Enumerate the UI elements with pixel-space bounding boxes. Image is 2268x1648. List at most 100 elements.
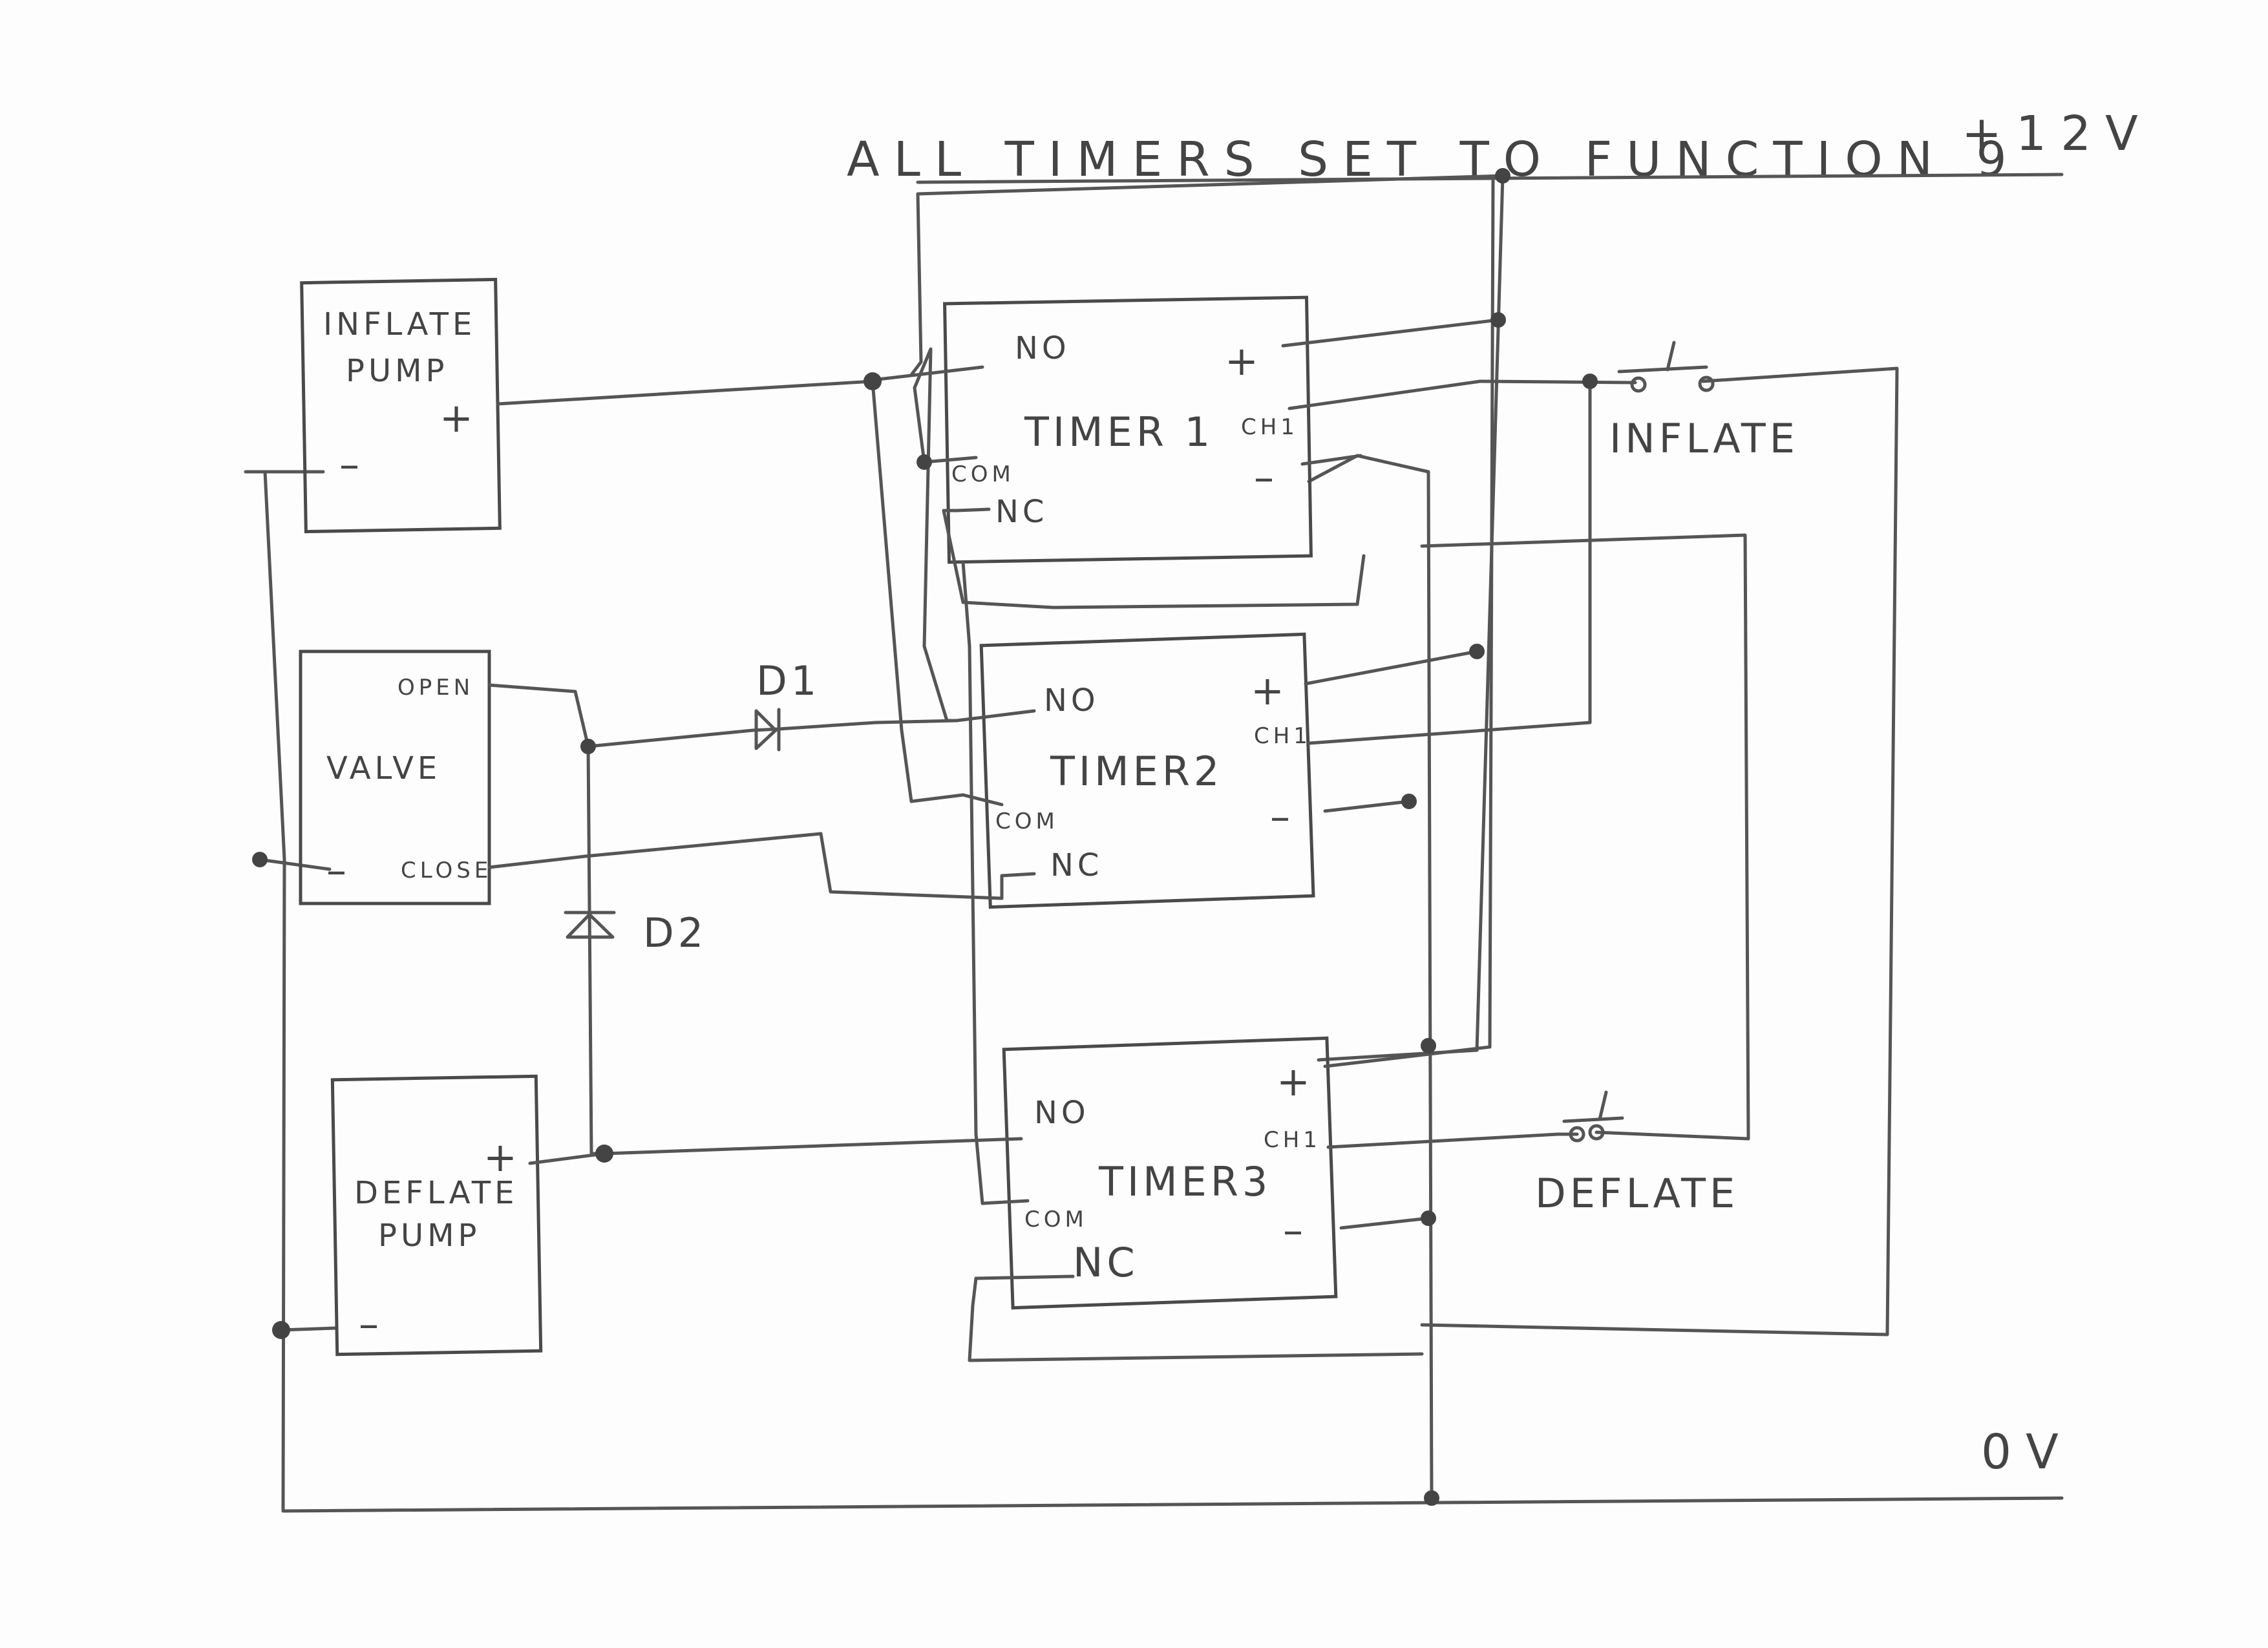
deflate-pump-box [330,1074,543,1357]
positive-rail [916,173,2064,184]
timer3-minus-pin [1339,1216,1430,1230]
inflate-pump-plus-wire [496,379,874,406]
ground-bus-vertical [1307,454,1434,1500]
timer3-nc-label: NC [1073,1239,1139,1286]
timer2-plus: + [1251,667,1288,714]
deflate-pump-plus: + [483,1134,521,1181]
timer1-com-label: COM [951,461,1015,487]
junction-timer1-plus [1490,312,1506,328]
deflate-pump-neg-wire [279,1326,338,1332]
ground-rail-label: 0V [1981,1424,2073,1480]
timer2-no-label: NO [1044,682,1099,719]
timer1-minus-pin [1300,454,1362,466]
timer1-minus: – [1254,454,1278,501]
timer1-no-pin [871,365,984,382]
timer2-com-pin [961,793,1004,807]
deflate-pump-label-1: DEFLATE [354,1175,518,1211]
timer3-box [1002,1036,1338,1310]
timer1-nc-loop [942,509,1366,609]
timer3-no-label: NO [1034,1095,1090,1131]
timer2-nc-pin [1000,872,1036,878]
deflate-switch [1562,1090,1624,1143]
d1-label: D1 [756,657,820,704]
timer1-plus-pin [1281,318,1500,348]
junction-timer2-plus [1469,644,1485,659]
timer3-plus-pin [1323,179,1495,1068]
timer1-name: TIMER 1 [1024,408,1214,456]
timer3-ch-pin [1326,1132,1560,1149]
junction-timer3-minus [1421,1210,1436,1226]
timer3-nc-pin [974,1274,1075,1280]
junction-inflate-pump [864,372,882,390]
timer2-no-pin [955,709,1036,723]
diode-d2 [564,911,616,939]
junction-inflate-switch [1582,374,1598,389]
d1-to-timer2-no [777,719,959,731]
timer2-plus-pin [1304,650,1479,686]
valve-box [299,650,491,905]
timer3-plus: + [1277,1058,1314,1105]
d2-vertical [586,745,606,1156]
junction-deflate-pump-neg [272,1321,290,1339]
deflate-switch-label: DEFLATE [1535,1170,1739,1217]
inflate-pump-label-2: PUMP [346,353,448,389]
positive-bus-vertical [1317,174,1505,1062]
valve-open-label: OPEN [397,675,474,701]
valve-close-label: CLOSE [401,858,492,883]
timer2-minus-pin [1323,799,1411,813]
deflate-pump-minus: – [359,1300,383,1347]
junction-timer3-plus [1421,1038,1436,1053]
timer3-name: TIMER3 [1098,1158,1271,1205]
timer3-com-loop [961,560,984,1205]
timer3-com-pin [980,1199,1030,1205]
d2-label: D2 [643,909,707,956]
left-ground-bus [263,470,286,1513]
timer1-nc-label: NC [995,494,1048,530]
inflate-switch-label: INFLATE [1609,415,1799,462]
inflate-pump-label-1: INFLATE [323,306,476,343]
timer2-ch-pin [1307,721,1592,745]
inflate-switch-right-loop [1420,366,1899,1336]
junction-valve-open [580,739,596,754]
timer2-ch-label: CH1 [1254,723,1311,749]
timer2-box [979,632,1315,909]
timer2-com-label: COM [995,808,1059,834]
timer3-ch-label: CH1 [1264,1127,1321,1153]
ground-rail [281,1496,2064,1513]
deflate-pump-plus-wire [528,1152,606,1165]
valve-neg-wire [258,858,332,871]
timer2-nc-label: NC [1050,847,1103,883]
valve-open-wire [487,683,755,748]
timer2-minus: – [1270,793,1294,840]
valve-label: VALVE [326,750,441,787]
inflate-pump-plus: + [440,394,477,441]
positive-bus-top-loop [909,174,1505,377]
timer1-box [943,295,1313,564]
timer1-plus: + [1225,337,1262,385]
timer1-com-pin [922,456,978,464]
junction-ground [1424,1490,1439,1506]
timer3-minus: – [1283,1207,1307,1254]
diode-d1 [751,708,781,752]
inflate-pump-minus: – [339,441,363,488]
timer2-name: TIMER2 [1050,748,1223,795]
valve-minus: – [326,847,350,894]
junction-timer1-com [917,454,932,470]
timer3-no-pin [602,1137,1023,1156]
junction-positive-top [1495,168,1510,184]
timer1-no-to-timer2-com [871,379,965,803]
deflate-switch-return-loop [1420,533,1750,1141]
timer1-nc-pin [955,507,991,512]
timer1-no-label: NO [1015,330,1070,366]
junction-deflate-pump [595,1145,613,1163]
timer1-ch-pin [1288,379,1482,410]
inflate-switch [1617,341,1715,393]
valve-close-wire [487,832,1004,900]
junction-timer2-minus [1401,794,1417,809]
junction-valve-neg [252,852,268,867]
positive-rail-label: +12V [1962,106,2152,162]
timer3-nc-bottom-loop [968,1276,1424,1362]
timer3-com-label: COM [1024,1207,1088,1232]
